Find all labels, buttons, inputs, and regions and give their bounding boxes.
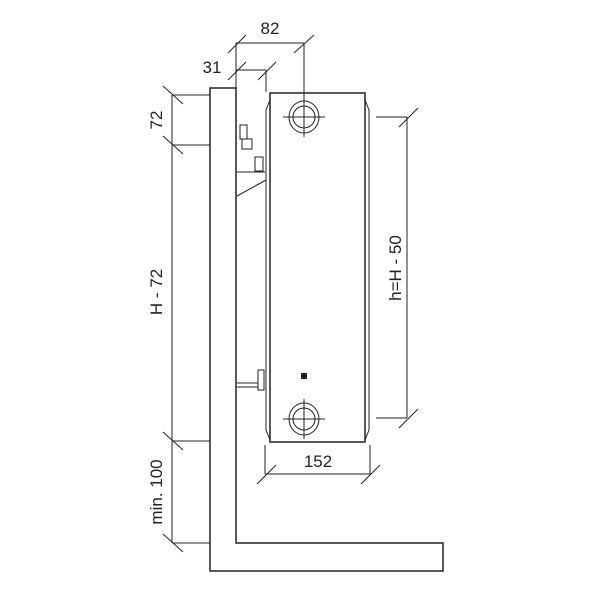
dimension-82 xyxy=(227,34,315,105)
dimension-152 xyxy=(256,445,381,485)
dimension-h72-label: H - 72 xyxy=(147,269,166,315)
dimension-left-chain xyxy=(162,85,210,553)
vent-marker xyxy=(301,373,307,379)
dimension-82-label: 82 xyxy=(261,19,280,38)
radiator-body xyxy=(265,92,370,443)
dimension-31 xyxy=(227,61,277,92)
dimension-min100-label: min. 100 xyxy=(147,459,166,524)
wall-bracket-bottom xyxy=(237,369,265,391)
wall-bracket-top xyxy=(236,124,267,197)
dimension-72-label: 72 xyxy=(147,111,166,130)
bottom-pipe-connection-icon xyxy=(283,399,325,439)
wall-section xyxy=(209,87,444,572)
dimension-31-label: 31 xyxy=(203,58,222,77)
dimension-connection-spacing xyxy=(376,107,419,429)
dimension-h-label: h=H - 50 xyxy=(386,235,405,301)
dimension-152-label: 152 xyxy=(304,452,332,471)
